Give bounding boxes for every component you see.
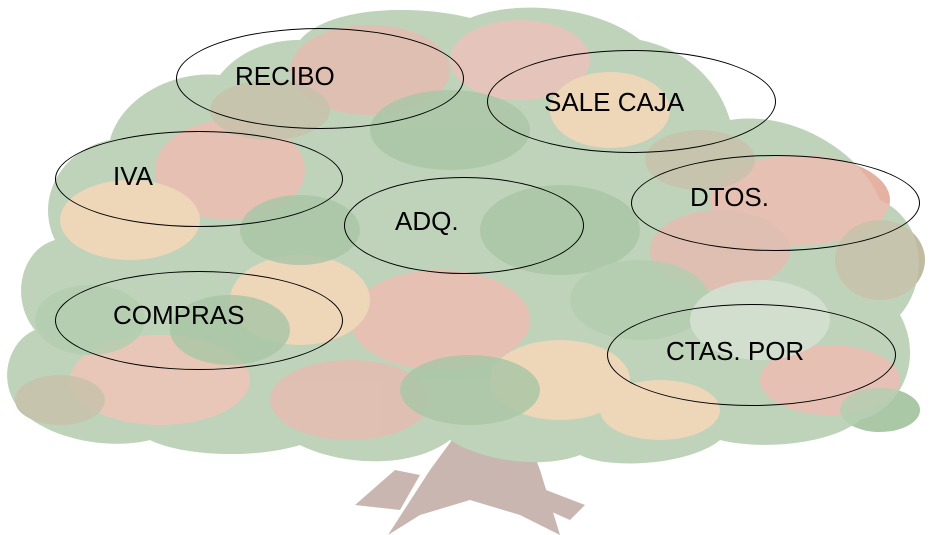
concept-label-sale-caja: SALE CAJA — [544, 87, 685, 117]
concept-node-sale-caja: SALE CAJA — [487, 50, 776, 153]
concept-node-adq: ADQ. — [344, 177, 584, 274]
concept-node-recibo: RECIBO — [176, 28, 464, 129]
concept-label-adq: ADQ. — [395, 206, 459, 236]
concept-node-ctas-por: CTAS. POR — [607, 304, 896, 406]
concept-label-recibo: RECIBO — [235, 61, 335, 91]
concept-node-iva: IVA — [55, 131, 343, 227]
concept-label-compras: COMPRAS — [113, 300, 245, 330]
concept-node-dtos: DTOS. — [631, 155, 920, 251]
concept-label-iva: IVA — [113, 161, 153, 191]
concept-node-compras: COMPRAS — [55, 271, 343, 370]
concept-label-dtos: DTOS. — [690, 182, 769, 212]
concept-label-ctas-por: CTAS. POR — [666, 336, 805, 366]
